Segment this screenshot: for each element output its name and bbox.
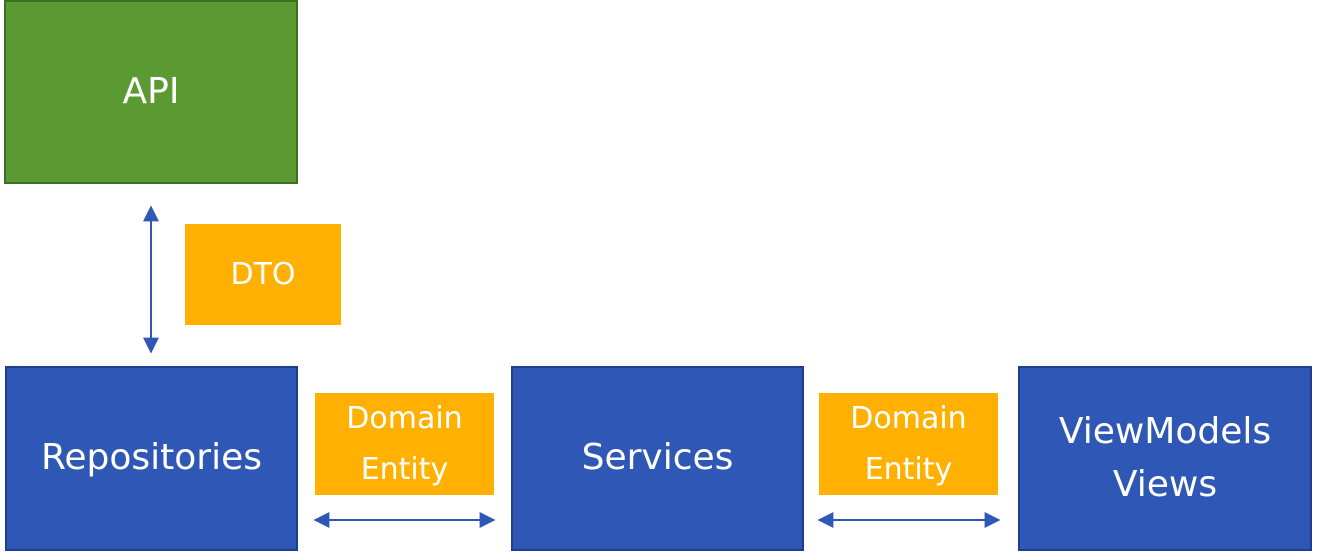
- services-node: Services: [511, 366, 804, 551]
- api-label: API: [122, 70, 180, 112]
- services-label: Services: [581, 437, 734, 479]
- repositories-node: Repositories: [5, 366, 298, 551]
- dto-badge: DTO: [185, 224, 341, 325]
- domain-entity-1-line-2: Entity: [360, 452, 449, 487]
- views-label: Views: [1112, 463, 1218, 505]
- api-node: API: [4, 0, 298, 184]
- dto-label: DTO: [230, 257, 296, 292]
- domain-entity-2-line-1: Domain: [850, 401, 967, 436]
- domain-entity-badge-2: Domain Entity: [819, 393, 998, 495]
- viewmodels-views-node: ViewModels Views: [1018, 366, 1312, 551]
- viewmodels-label: ViewModels: [1058, 411, 1272, 453]
- repositories-label: Repositories: [40, 437, 263, 479]
- domain-entity-2-line-2: Entity: [864, 452, 953, 487]
- domain-entity-badge-1: Domain Entity: [315, 393, 494, 495]
- domain-entity-1-line-1: Domain: [346, 401, 463, 436]
